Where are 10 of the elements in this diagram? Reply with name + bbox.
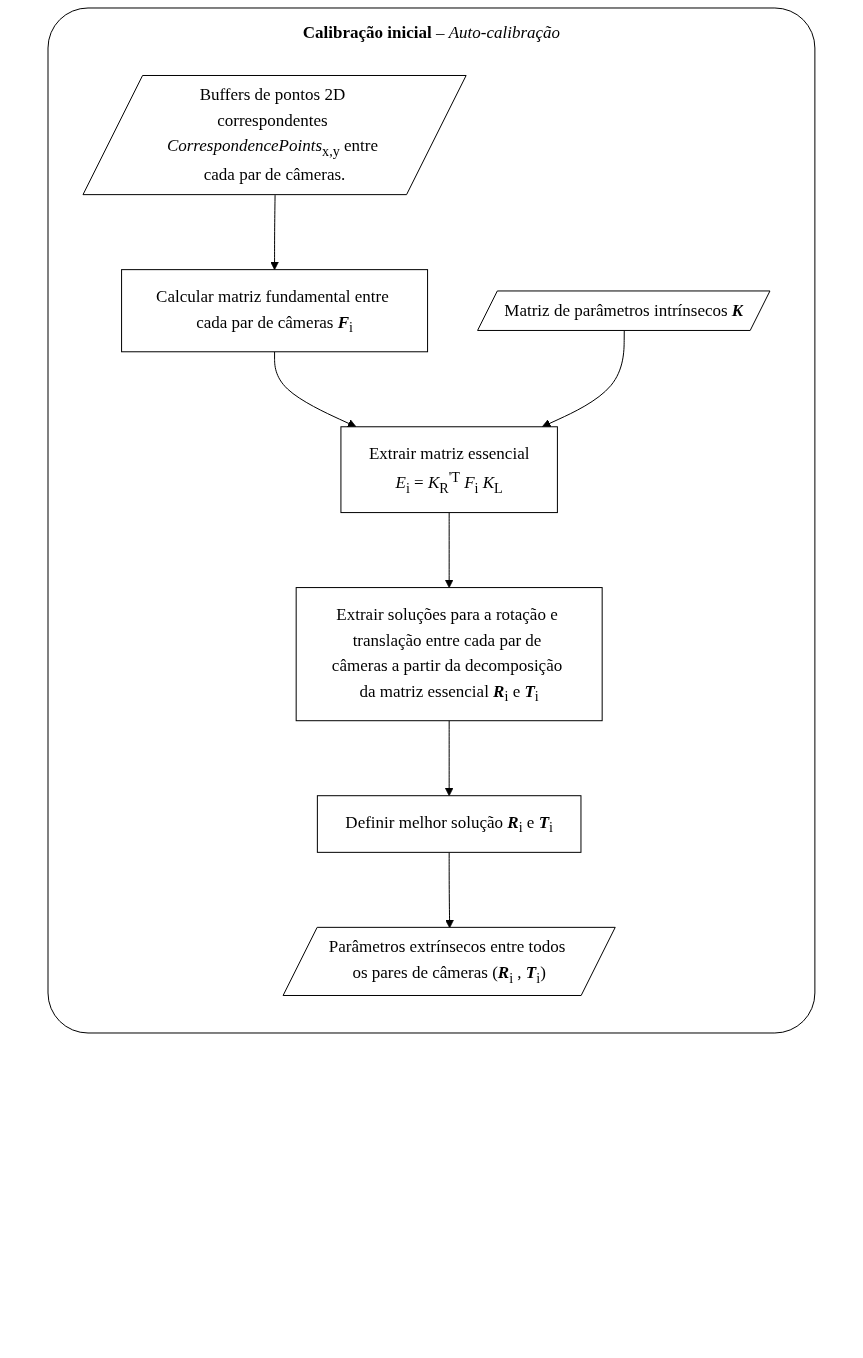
arrow — [270, 194, 279, 271]
node-box: Calcular matriz fundamental entre cada par de câmeras F$_{i}$ — [121, 269, 429, 353]
arrow — [445, 851, 454, 929]
arrow — [444, 512, 454, 588]
arrow — [274, 351, 357, 428]
node-box: Extrair matriz essencial E$_{i}$ = K$_{R}$$^{'T}$ F$_{i}$ K$_{L}$ — [340, 426, 558, 514]
arrow — [541, 330, 625, 428]
node-box: Extrair soluções para a rotação e translação entre cada par de câmeras a partir da decomposição da matriz essencial R$_{i}$ e T$_{i}$ — [295, 587, 603, 722]
arrow — [444, 720, 454, 797]
node-box: Definir melhor solução R$_{i}$ e T$_{i}$ — [316, 795, 582, 853]
